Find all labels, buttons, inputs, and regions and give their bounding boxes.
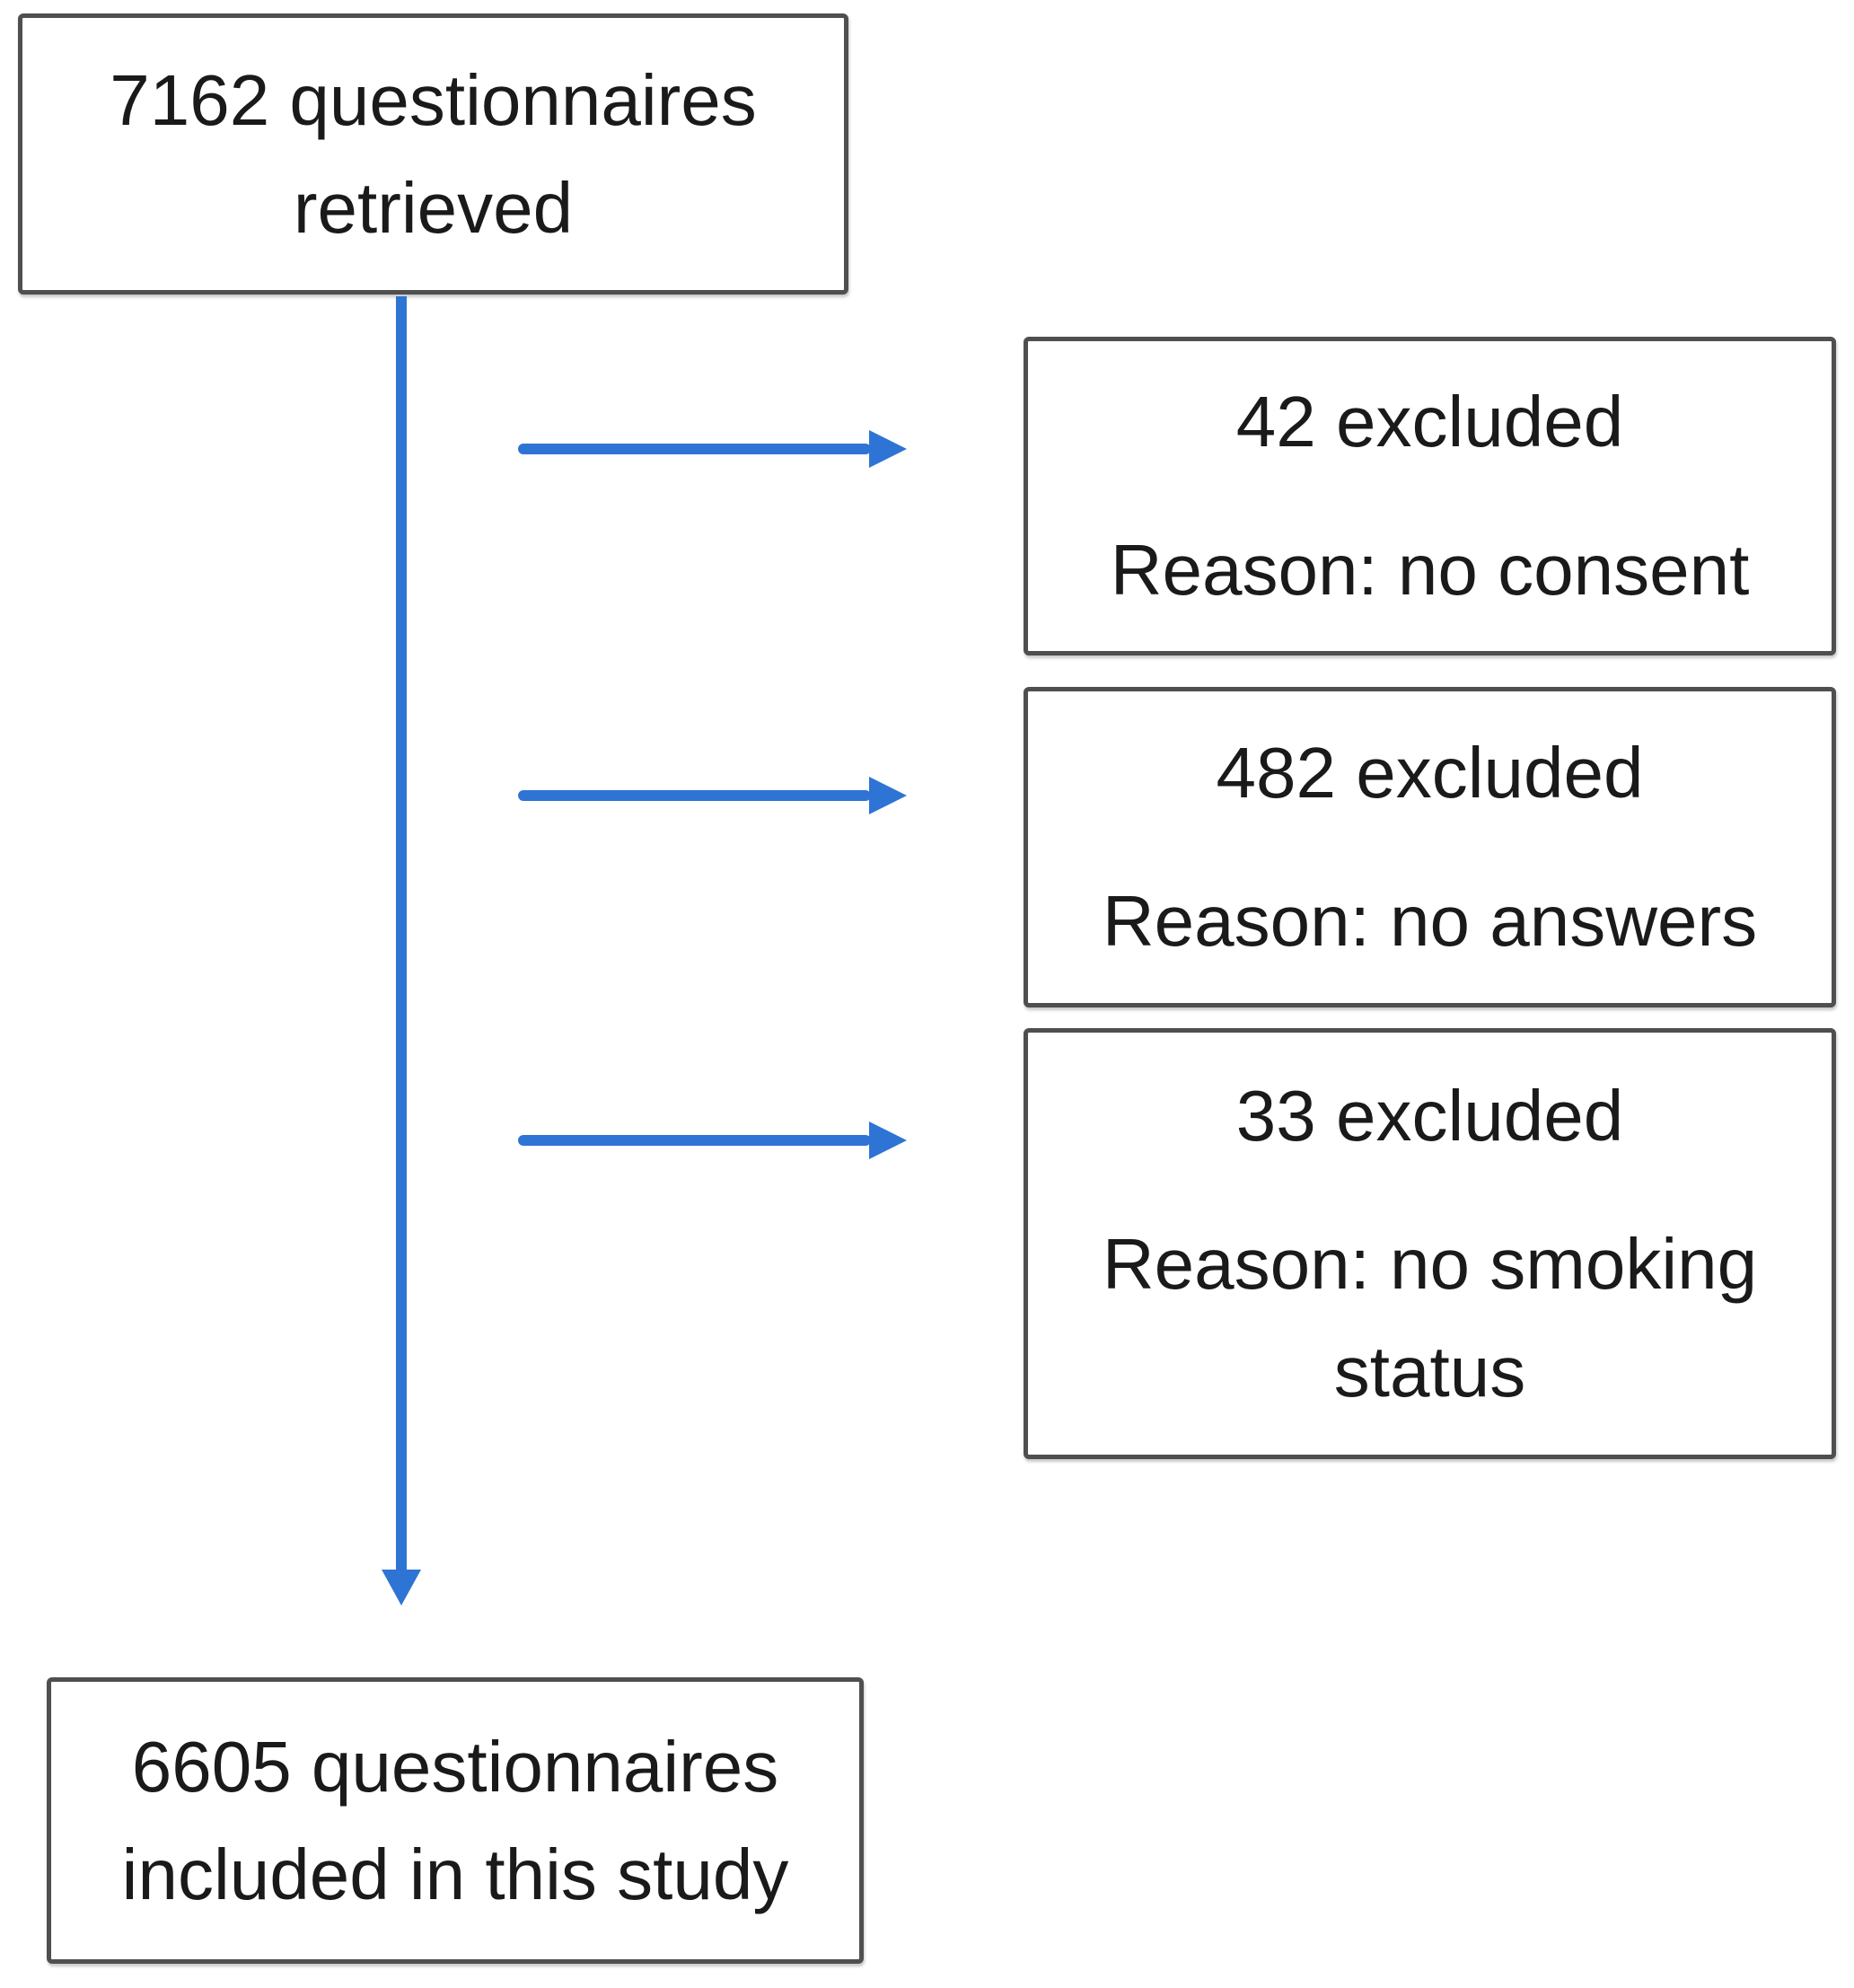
excluded-reason-text: Reason: no answers	[1102, 881, 1758, 961]
excluded-count-text: 42 excluded	[1235, 382, 1624, 462]
excluded-count-text: 33 excluded	[1235, 1075, 1624, 1156]
final-label-text: included in this study	[121, 1834, 789, 1914]
down-arrow-shaft	[396, 296, 407, 1571]
right-arrow-1-shaft	[518, 444, 871, 454]
excluded-reason-text: Reason: no smoking status	[1102, 1223, 1758, 1412]
right-arrow-1-head-icon	[869, 430, 907, 468]
node-excluded-no-answers: 482 excluded Reason: no answers	[1024, 687, 1836, 1007]
final-count-text: 6605 questionnaires	[131, 1726, 779, 1807]
excluded-reason-text: Reason: no consent	[1110, 530, 1750, 610]
node-questionnaires-retrieved: 7162 questionnaires retrieved	[18, 13, 848, 295]
down-arrow-head-icon	[382, 1570, 421, 1605]
source-label-text: retrieved	[293, 167, 574, 248]
node-questionnaires-included: 6605 questionnaires included in this stu…	[47, 1677, 864, 1964]
node-excluded-no-consent: 42 excluded Reason: no consent	[1024, 337, 1836, 655]
right-arrow-3-shaft	[518, 1135, 871, 1146]
node-excluded-no-smoking-status: 33 excluded Reason: no smoking status	[1024, 1028, 1836, 1459]
right-arrow-2-shaft	[518, 790, 871, 801]
source-count-text: 7162 questionnaires	[110, 59, 757, 140]
right-arrow-3-head-icon	[869, 1122, 907, 1159]
right-arrow-2-head-icon	[869, 777, 907, 814]
excluded-count-text: 482 excluded	[1216, 733, 1644, 813]
